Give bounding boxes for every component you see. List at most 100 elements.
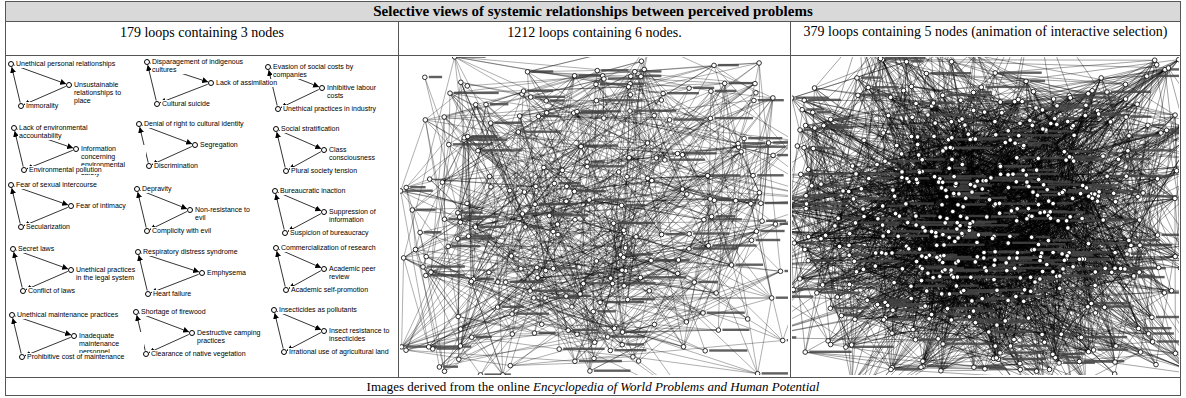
network-node — [792, 203, 793, 208]
network-node — [588, 369, 593, 374]
node-label-mark — [1066, 191, 1089, 193]
network-node — [917, 247, 922, 252]
node-label-mark — [585, 144, 618, 146]
node-label-mark — [1057, 353, 1085, 355]
network-node — [1046, 199, 1051, 204]
node-label-mark — [1103, 113, 1121, 115]
problem-node: Suppression of information — [321, 209, 394, 224]
node-label-mark — [1004, 351, 1041, 353]
node-label-mark — [978, 366, 1003, 368]
node-label-mark — [1059, 356, 1081, 358]
network-node — [675, 151, 680, 156]
network-node — [404, 185, 409, 190]
network-node — [1015, 156, 1020, 161]
node-label-mark — [459, 57, 486, 58]
node-dot — [18, 224, 24, 230]
network-node — [920, 254, 925, 259]
loop-arrow — [279, 130, 321, 148]
network-node — [966, 132, 971, 137]
network-node — [1005, 268, 1010, 273]
network-node — [705, 173, 710, 178]
node-label-mark — [986, 297, 1017, 299]
network-nodes — [400, 57, 788, 375]
node-label-mark — [797, 288, 834, 290]
network-node — [914, 223, 919, 228]
network-node — [894, 143, 899, 148]
network-node — [963, 196, 968, 201]
node-label-mark — [817, 147, 835, 149]
problem-label: Evasion of social costs by companies — [272, 63, 382, 79]
node-label-mark — [955, 319, 999, 321]
node-label-mark — [787, 339, 788, 341]
network-lines — [792, 57, 1179, 375]
node-label-mark — [618, 222, 656, 224]
network-node — [488, 121, 493, 126]
network-node — [1015, 207, 1020, 212]
network-node — [1146, 123, 1151, 128]
network-node — [881, 131, 886, 136]
network-node — [1093, 283, 1098, 288]
problem-node: Inhibitive labour costs — [319, 85, 392, 100]
network-node — [949, 318, 954, 323]
network-node — [948, 145, 953, 150]
network-node — [1123, 82, 1128, 87]
node-label-mark — [1092, 305, 1134, 307]
node-label-mark — [482, 149, 522, 151]
node-label-mark — [585, 145, 598, 147]
network-node — [854, 270, 859, 275]
node-label-mark — [1131, 253, 1146, 255]
network-node — [992, 277, 997, 282]
network-node — [1093, 270, 1098, 275]
network-node — [828, 342, 833, 347]
node-label-mark — [1068, 150, 1092, 152]
network-node — [1040, 108, 1045, 113]
network-node — [465, 84, 470, 89]
network-node — [1040, 332, 1045, 337]
node-label-mark — [910, 202, 934, 204]
network-node — [968, 182, 973, 187]
loop-arrow — [276, 194, 284, 229]
problem-label: Fear of sexual intercourse — [15, 181, 98, 189]
network-node — [940, 93, 945, 98]
network-node — [931, 101, 936, 106]
node-label-mark — [666, 233, 686, 235]
network-node — [914, 177, 919, 182]
network-node — [809, 184, 814, 189]
node-label-mark — [809, 351, 852, 353]
network-node — [960, 117, 965, 122]
problem-label: Immorality — [25, 102, 59, 110]
network-node — [1162, 291, 1167, 296]
network-node — [663, 158, 668, 163]
network-node — [1159, 131, 1164, 136]
network-node — [960, 231, 965, 236]
node-label-mark — [889, 301, 906, 303]
network-node — [954, 284, 959, 289]
loop-arrow — [277, 311, 321, 329]
node-label-mark — [969, 124, 986, 126]
network-node — [819, 182, 824, 187]
network-node — [927, 317, 932, 322]
node-label-mark — [716, 215, 736, 217]
network-node — [1027, 184, 1032, 189]
node-label-mark — [644, 276, 686, 278]
network-node — [528, 289, 533, 294]
network-node — [1030, 123, 1035, 128]
node-dot — [73, 146, 79, 152]
node-label-mark — [920, 224, 953, 226]
node-label-mark — [954, 293, 978, 295]
network-node — [1062, 258, 1067, 263]
problem-node: Depravity — [134, 186, 173, 193]
network-node — [900, 175, 905, 180]
node-label-mark — [887, 235, 929, 237]
loop-arrow — [12, 188, 20, 223]
node-label-mark — [862, 94, 892, 96]
network-node — [736, 141, 741, 146]
network-node — [1097, 190, 1102, 195]
problem-node: Class consciousness — [321, 147, 394, 162]
network-node — [1038, 277, 1043, 282]
network-node — [992, 263, 997, 268]
network-node — [885, 303, 890, 308]
network-node — [934, 243, 939, 248]
network-node — [919, 365, 924, 370]
network-node — [987, 330, 992, 335]
